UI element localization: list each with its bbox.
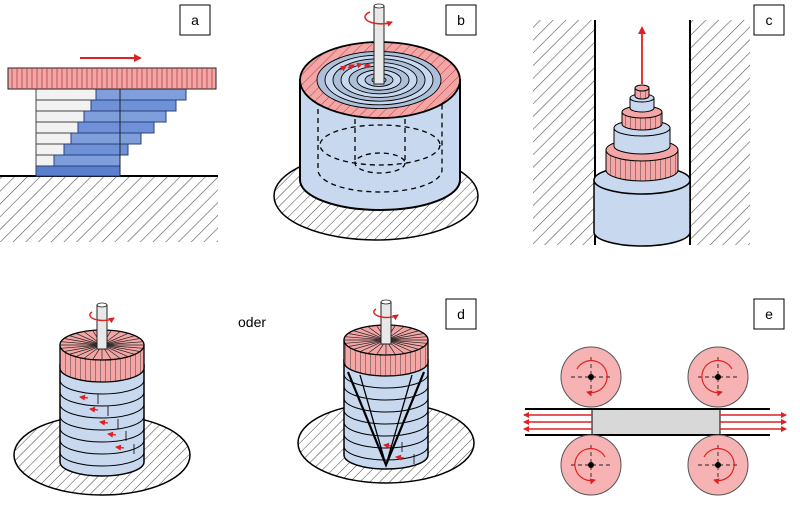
panel-torsion-alt (13, 302, 191, 496)
panel-a-label: a (191, 12, 199, 28)
d-cone-inner (359, 374, 413, 468)
d-cylinder-body (343, 359, 429, 470)
material-flow-arrows (523, 412, 787, 432)
alt-layer-lines (59, 379, 145, 467)
panel-c: c (533, 4, 785, 247)
panel-b-label-box (445, 4, 477, 36)
alt-rod (96, 304, 108, 350)
alt-rotation-arrow (89, 311, 115, 324)
billet-cylinder (593, 179, 691, 247)
extruded-tiers (605, 84, 679, 182)
panel-e-label-box (753, 298, 785, 330)
oder-text: oder (238, 314, 266, 330)
left-die-wall (533, 20, 595, 245)
rolled-strip (591, 408, 721, 436)
d-slip-arrows (383, 442, 415, 464)
right-die-wall (690, 20, 750, 245)
panel-b: b (273, 3, 479, 241)
panel-e-label: e (765, 306, 773, 322)
shear-plate-ribs (11, 68, 213, 89)
d-layer-lines (343, 373, 429, 461)
panel-b-label: b (457, 12, 465, 28)
ring-slip-arrows (339, 62, 371, 72)
d-rod-top (380, 299, 392, 305)
panel-c-label: c (766, 12, 773, 28)
panel-a-label-box (179, 4, 211, 36)
panel-e: e (523, 298, 787, 496)
rod-top (373, 3, 385, 9)
panel-d-label-box (445, 298, 477, 330)
alt-rod-top (96, 302, 108, 308)
panel-a: a (0, 4, 218, 242)
panel-c-label-box (753, 4, 785, 36)
rollers (560, 346, 749, 496)
d-rotation-arrow (373, 308, 399, 321)
alt-slip-arrows (79, 394, 135, 454)
panel-d-label: d (457, 306, 465, 322)
panel-d: d (297, 298, 477, 484)
rotation-arrow-b (364, 11, 393, 27)
torsion-rod (373, 5, 385, 85)
d-rod (380, 301, 392, 345)
ground-hatch (0, 176, 218, 242)
